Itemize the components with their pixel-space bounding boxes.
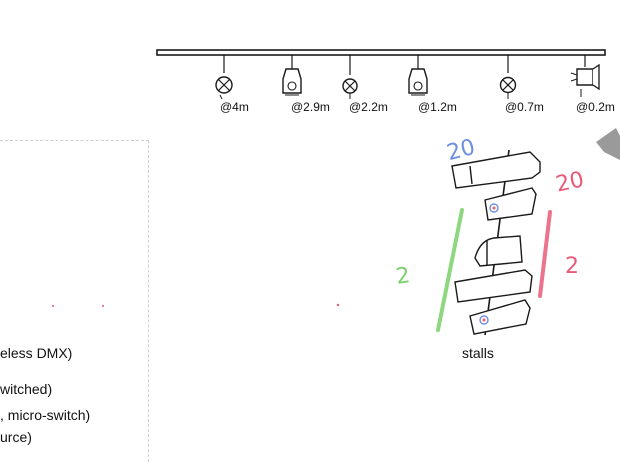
fixture-label: @2.9m (291, 100, 330, 114)
key-panel: eless DMX) witched) , micro-switch) urce… (0, 140, 149, 462)
profile-spot-icon (408, 55, 428, 96)
key-line: , micro-switch) (0, 407, 91, 423)
red-dot (102, 305, 104, 307)
par-can-icon (342, 55, 358, 99)
key-line: urce) (0, 429, 32, 445)
red-marker-stroke (538, 210, 552, 298)
fixture-label: @0.2m (576, 100, 615, 114)
fixture-label: @1.2m (418, 100, 457, 114)
par-can-icon (215, 55, 233, 100)
green-marker-stroke (436, 208, 464, 332)
stalls-label: stalls (462, 345, 494, 361)
lighting-bar (156, 49, 606, 56)
fixture-label: @0.7m (505, 100, 544, 114)
profile-spot-icon (282, 55, 302, 96)
fixture-label: @4m (220, 100, 249, 114)
stalls-drawing (451, 149, 541, 336)
fixture-label: @2.2m (349, 100, 388, 114)
key-line: witched) (0, 381, 53, 397)
red-dot (336, 303, 340, 307)
annotation-red-bottom: 2 (565, 254, 579, 279)
par-can-icon (499, 55, 517, 99)
key-line: eless DMX) (0, 345, 73, 361)
floodlight-icon (570, 55, 600, 97)
red-dot (52, 305, 54, 307)
grey-corner-mark (596, 128, 620, 160)
